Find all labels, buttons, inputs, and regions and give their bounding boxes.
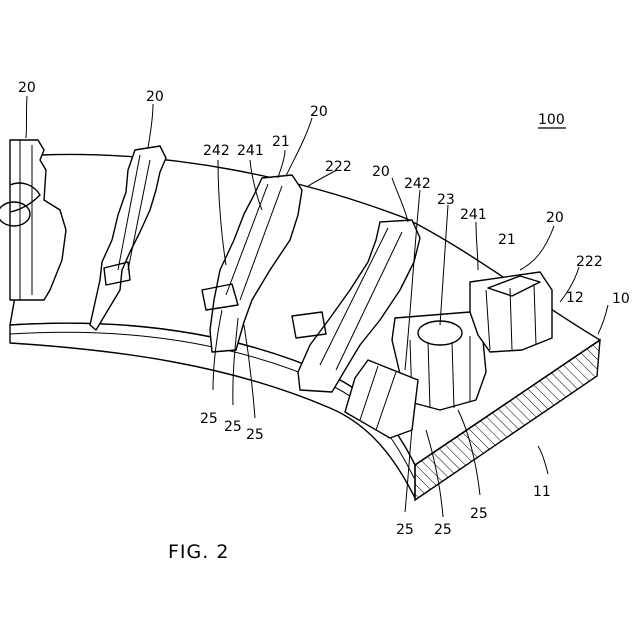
block-structure [470,272,552,352]
ref-label-25: 25 [246,427,264,443]
assembly-ref: 100 [538,112,566,128]
ref-label-12: 12 [566,290,584,306]
ref-label-25: 25 [470,506,488,522]
ref-label-23: 23 [437,192,455,208]
ref-label-100: 100 [538,112,565,128]
ref-label-10: 10 [612,291,630,307]
figure-caption: FIG. 2 [168,541,229,563]
ref-label-25: 25 [434,522,452,538]
ref-label-241: 241 [237,143,264,159]
ref-label-222: 222 [576,254,603,270]
ref-label-20: 20 [18,80,36,96]
ref-label-25: 25 [396,522,414,538]
ref-label-20: 20 [372,164,390,180]
ref-label-25: 25 [200,411,218,427]
ref-label-20: 20 [310,104,328,120]
ref-label-21: 21 [272,134,290,150]
ref-label-21: 21 [498,232,516,248]
ref-label-11: 11 [533,484,551,500]
ref-label-222: 222 [325,159,352,175]
ref-label-241: 241 [460,207,487,223]
ref-label-242: 242 [203,143,230,159]
ref-label-242: 242 [404,176,431,192]
ref-label-20: 20 [546,210,564,226]
ref-label-20: 20 [146,89,164,105]
ref-label-25: 25 [224,419,242,435]
